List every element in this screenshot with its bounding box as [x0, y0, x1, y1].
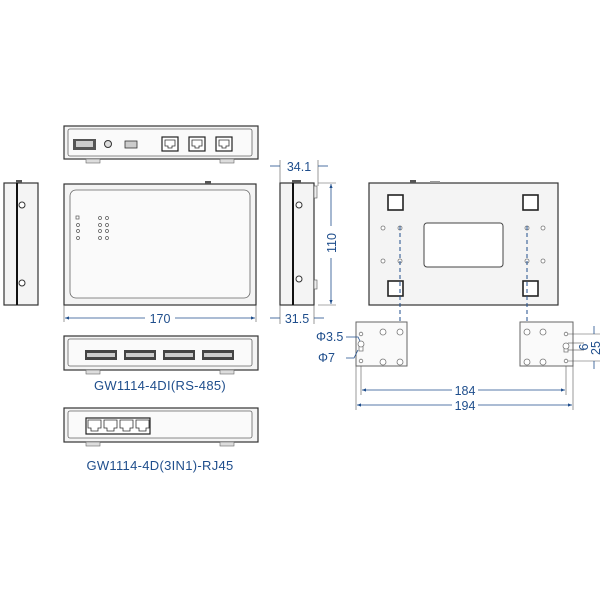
rj45-ports [161, 136, 233, 152]
top-view: 170 [63, 181, 257, 326]
dip-switch-icon [124, 140, 138, 149]
depth-body-dimension: 31.5 [285, 312, 309, 326]
bottom-view: 184 194 Φ3.5 Φ7 6 25 [316, 180, 600, 413]
mount-spacing-outer-dimension: 194 [455, 399, 476, 413]
hole-spacing-dimension: 25 [589, 341, 600, 355]
large-hole-diameter: Φ7 [318, 351, 335, 365]
height-dimension: 110 [325, 233, 339, 253]
width-dimension: 170 [150, 312, 171, 326]
model-label-rs485: GW1114-4DI(RS-485) [94, 378, 226, 393]
rj45-front-panel [63, 407, 259, 447]
mounting-bracket-left [355, 321, 408, 367]
left-side-view [3, 180, 39, 306]
mount-spacing-inner-dimension: 184 [455, 384, 476, 398]
power-terminal-icon [73, 139, 96, 150]
right-side-view: 34.1 31.5 110 [270, 160, 339, 326]
rs485-front-panel [63, 335, 259, 375]
model-label-rj45: GW1114-4D(3IN1)-RJ45 [86, 458, 233, 473]
mounting-bracket-right [519, 321, 574, 367]
ground-screw-icon [104, 140, 112, 148]
led-indicators [75, 215, 109, 240]
slot-height-dimension: 6 [577, 343, 591, 350]
depth-total-dimension: 34.1 [287, 160, 311, 174]
front-panel-view [63, 125, 259, 164]
small-hole-diameter: Φ3.5 [316, 330, 343, 344]
